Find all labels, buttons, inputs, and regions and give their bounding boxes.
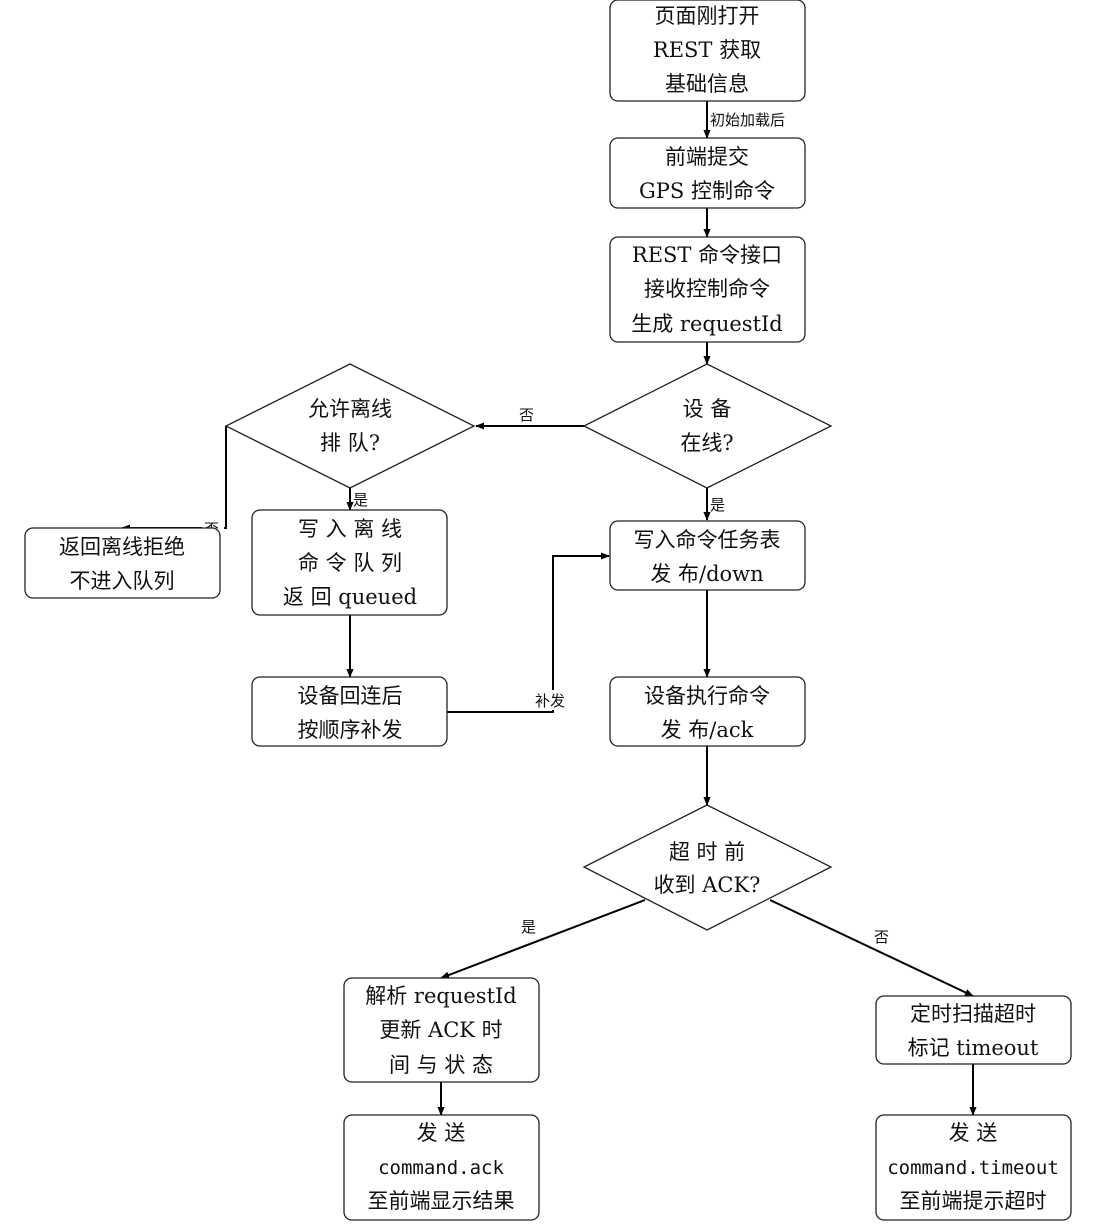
edge-allow-no: [121, 426, 227, 532]
node-write-task: 写入命令任务表 发 布/down: [609, 520, 806, 591]
svg-text:返回离线拒绝: 返回离线拒绝: [59, 535, 185, 559]
edge-ack-no: [769, 899, 974, 997]
svg-text:写入命令任务表: 写入命令任务表: [634, 528, 781, 552]
svg-text:定时扫描超时: 定时扫描超时: [910, 1002, 1036, 1026]
edge-label-resend: 补发: [535, 692, 565, 710]
svg-text:在线?: 在线?: [680, 431, 733, 455]
edge-label-online-no: 否: [519, 406, 534, 424]
svg-text:写 入 离 线: 写 入 离 线: [298, 517, 402, 541]
svg-text:设备回连后: 设备回连后: [298, 684, 403, 708]
svg-text:发 布/down: 发 布/down: [650, 562, 763, 586]
node-send-command-timeout: 发 送 command.timeout 至前端提示超时: [875, 1114, 1072, 1221]
svg-text:command.ack: command.ack: [378, 1157, 504, 1179]
node-submit-command: 前端提交 GPS 控制命令: [609, 137, 806, 209]
node-parse-request-id: 解析 requestId 更新 ACK 时 间 与 状 态: [343, 977, 540, 1083]
node-send-command-ack: 发 送 command.ack 至前端显示结果: [343, 1114, 540, 1221]
edge-label-ack-no: 否: [874, 928, 889, 946]
edge-label-after-initial-load: 初始加载后: [710, 111, 785, 129]
svg-text:发 送: 发 送: [417, 1121, 466, 1145]
svg-text:前端提交: 前端提交: [665, 145, 749, 169]
svg-text:REST 获取: REST 获取: [653, 38, 761, 62]
svg-text:发 送: 发 送: [949, 1121, 998, 1145]
edge-label-allow-yes: 是: [353, 491, 368, 509]
svg-text:command.timeout: command.timeout: [887, 1157, 1059, 1179]
svg-text:REST 命令接口: REST 命令接口: [632, 243, 782, 267]
svg-text:按顺序补发: 按顺序补发: [298, 718, 403, 742]
svg-text:设 备: 设 备: [683, 397, 732, 421]
svg-text:页面刚打开: 页面刚打开: [655, 4, 760, 28]
node-allow-offline-decision: 允许离线 排 队?: [224, 363, 476, 489]
label-bg: [532, 690, 570, 710]
svg-text:解析 requestId: 解析 requestId: [365, 984, 517, 1008]
svg-text:排 队?: 排 队?: [320, 431, 380, 455]
node-device-online-decision: 设 备 在线?: [582, 363, 833, 489]
svg-text:不进入队列: 不进入队列: [70, 569, 175, 593]
svg-text:返 回 queued: 返 回 queued: [283, 585, 417, 609]
svg-text:GPS 控制命令: GPS 控制命令: [639, 179, 775, 203]
edge-label-ack-yes: 是: [521, 918, 536, 936]
node-reject: 返回离线拒绝 不进入队列: [24, 527, 221, 599]
edge-label-online-yes: 是: [710, 496, 725, 514]
svg-text:命 令 队 列: 命 令 队 列: [298, 551, 402, 575]
svg-text:允许离线: 允许离线: [308, 397, 392, 421]
svg-text:间 与 状 态: 间 与 状 态: [389, 1053, 493, 1077]
svg-text:超 时 前: 超 时 前: [669, 840, 745, 864]
node-scan-timeout: 定时扫描超时 标记 timeout: [875, 995, 1072, 1065]
svg-text:基础信息: 基础信息: [665, 72, 749, 96]
svg-text:生成 requestId: 生成 requestId: [631, 312, 783, 336]
node-resend-after-reconnect: 设备回连后 按顺序补发: [251, 676, 448, 747]
node-page-open: 页面刚打开 REST 获取 基础信息: [609, 0, 806, 102]
edge-ack-yes: [440, 899, 646, 979]
node-ack-before-timeout-decision: 超 时 前 收到 ACK?: [582, 804, 833, 931]
svg-text:标记 timeout: 标记 timeout: [908, 1036, 1039, 1060]
node-execute-command: 设备执行命令 发 布/ack: [609, 676, 806, 747]
svg-text:更新 ACK 时: 更新 ACK 时: [379, 1018, 502, 1042]
svg-text:收到 ACK?: 收到 ACK?: [654, 873, 761, 897]
svg-text:至前端显示结果: 至前端显示结果: [368, 1189, 515, 1213]
svg-text:发 布/ack: 发 布/ack: [661, 718, 754, 742]
node-rest-receive: REST 命令接口 接收控制命令 生成 requestId: [609, 236, 806, 343]
svg-text:接收控制命令: 接收控制命令: [644, 277, 770, 301]
edge-resend-to-task: [447, 552, 610, 713]
label-bg: [516, 404, 540, 424]
svg-text:设备执行命令: 设备执行命令: [644, 684, 770, 708]
node-write-offline-queue: 写 入 离 线 命 令 队 列 返 回 queued: [251, 509, 448, 616]
svg-text:至前端提示超时: 至前端提示超时: [900, 1189, 1047, 1213]
